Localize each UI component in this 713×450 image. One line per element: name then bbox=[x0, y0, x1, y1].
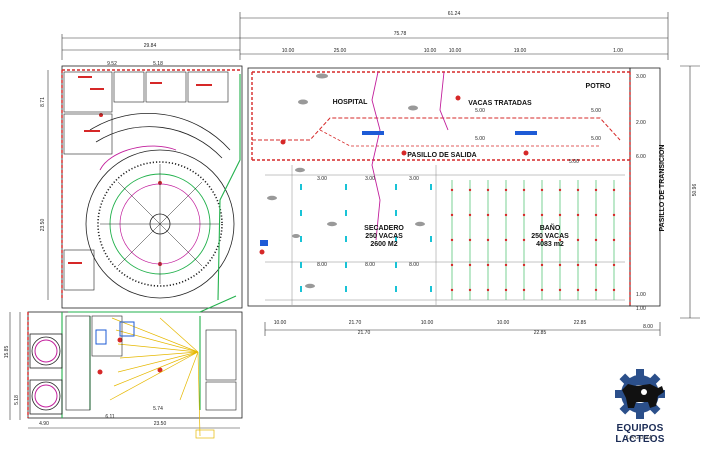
corridor-line-2 bbox=[319, 129, 600, 147]
dim-row-c-1: 5.00 bbox=[569, 159, 579, 165]
cow-icons bbox=[267, 73, 425, 289]
room-label-bano-area: 4083 m2 bbox=[536, 241, 564, 248]
dim-right-a: 3.00 bbox=[636, 74, 646, 80]
dim-row-c-4: 5.00 bbox=[475, 108, 485, 114]
dim-bottom-left-c: 5.74 bbox=[153, 406, 163, 412]
dim-top-total: 61.24 bbox=[448, 11, 461, 17]
dim-right-b: 2.00 bbox=[636, 120, 646, 126]
room-label-pasillo-transicion: PASILLO DE TRANSICION bbox=[659, 145, 666, 232]
marker-icons bbox=[97, 95, 529, 375]
dim-top-c: 10.00 bbox=[424, 48, 437, 54]
room-label-potro: POTRO bbox=[586, 83, 611, 90]
dim-right-d: 1.00 bbox=[636, 292, 646, 298]
room-label-hospital: HOSPITAL bbox=[333, 99, 369, 106]
dim-bottom-c: 10.00 bbox=[421, 320, 434, 326]
dim-bottom-e: 22.85 bbox=[574, 320, 587, 326]
dim-bottom-f: 8.00 bbox=[643, 324, 653, 330]
bano-red-dots bbox=[450, 188, 616, 292]
tank-fill bbox=[34, 339, 58, 408]
dim-row-a-2: 3.00 bbox=[365, 176, 375, 182]
dim-top-f: 1.00 bbox=[613, 48, 623, 54]
dim-left-e: 4.90 bbox=[39, 421, 49, 427]
blue-equipment-bottom bbox=[95, 321, 135, 345]
bottom-rooms bbox=[65, 315, 237, 411]
dim-top-e: 19.00 bbox=[514, 48, 527, 54]
dim-top-d: 10.00 bbox=[449, 48, 462, 54]
dim-right-total: 50.96 bbox=[692, 184, 698, 197]
dim-row-a-1: 3.00 bbox=[317, 176, 327, 182]
room-label-bano-vacas: 250 VACAS bbox=[531, 233, 569, 240]
dim-row-c-2: 5.00 bbox=[591, 108, 601, 114]
dim-bottom-left-b: 23.50 bbox=[154, 421, 167, 427]
pen-gridlines bbox=[265, 165, 625, 305]
room-label-pasillo-salida: PASILLO DE SALIDA bbox=[407, 152, 476, 159]
dim-right-e: 1.00 bbox=[636, 306, 646, 312]
equipos-lacteos-logo bbox=[615, 369, 665, 419]
dim-row-b-3: 8.00 bbox=[409, 262, 419, 268]
dim-right-c: 6.00 bbox=[636, 154, 646, 160]
dim-left-c: 15.85 bbox=[4, 346, 10, 359]
dim-bottom-b: 21.70 bbox=[349, 320, 362, 326]
dim-left-d: 5.18 bbox=[14, 395, 20, 405]
tanks bbox=[29, 333, 63, 415]
dim-top-b: 25.00 bbox=[334, 48, 347, 54]
rotary-parlour bbox=[85, 113, 235, 299]
dimension-lines bbox=[9, 12, 700, 429]
dim-row-b-1: 8.00 bbox=[317, 262, 327, 268]
room-label-bano: BAÑO bbox=[540, 223, 561, 232]
brand-name: EQUIPOS LACTEOS bbox=[615, 423, 665, 445]
green-pipes bbox=[61, 74, 241, 418]
dim-small-b: 5.18 bbox=[153, 61, 163, 67]
room-label-secadero-area: 2600 M2 bbox=[370, 241, 397, 248]
dim-row-a-3: 3.00 bbox=[409, 176, 419, 182]
brand-subtitle: LAGUNA bbox=[626, 435, 654, 441]
building-walls bbox=[27, 65, 661, 419]
magenta-lines bbox=[99, 71, 449, 241]
dim-small-a: 9.52 bbox=[107, 61, 117, 67]
dim-top-secondary: 75.78 bbox=[394, 31, 407, 37]
dim-row-c-5: 5.00 bbox=[475, 136, 485, 142]
left-room-labels bbox=[68, 76, 212, 264]
red-walls bbox=[27, 69, 631, 418]
corridor-line bbox=[252, 117, 621, 141]
secadero-waterers bbox=[300, 184, 432, 292]
left-rooms bbox=[63, 71, 229, 291]
bano-grid bbox=[451, 180, 615, 300]
equipment bbox=[260, 131, 537, 246]
room-label-secadero: SECADERO bbox=[364, 225, 404, 232]
dim-left-a: 8.71 bbox=[40, 97, 46, 107]
yellow-fan bbox=[109, 317, 215, 439]
dim-bottom-left-a: 6.11 bbox=[105, 414, 115, 420]
dim-left-b: 23.50 bbox=[40, 219, 46, 232]
dim-row-b-2: 8.00 bbox=[365, 262, 375, 268]
dim-top-left: 29.84 bbox=[144, 43, 157, 49]
dim-bottom-a: 10.00 bbox=[274, 320, 287, 326]
room-label-secadero-vacas: 250 VACAS bbox=[365, 233, 403, 240]
dim-bottom-e2: 22.85 bbox=[534, 330, 547, 336]
dim-top-a: 10.00 bbox=[282, 48, 295, 54]
dim-bottom-d: 10.00 bbox=[497, 320, 510, 326]
room-label-vacas-tratadas: VACAS TRATADAS bbox=[468, 100, 532, 107]
dim-row-c-3: 5.00 bbox=[591, 136, 601, 142]
cow-logo-icon bbox=[622, 384, 664, 408]
dim-bottom-b2: 21.70 bbox=[358, 330, 371, 336]
